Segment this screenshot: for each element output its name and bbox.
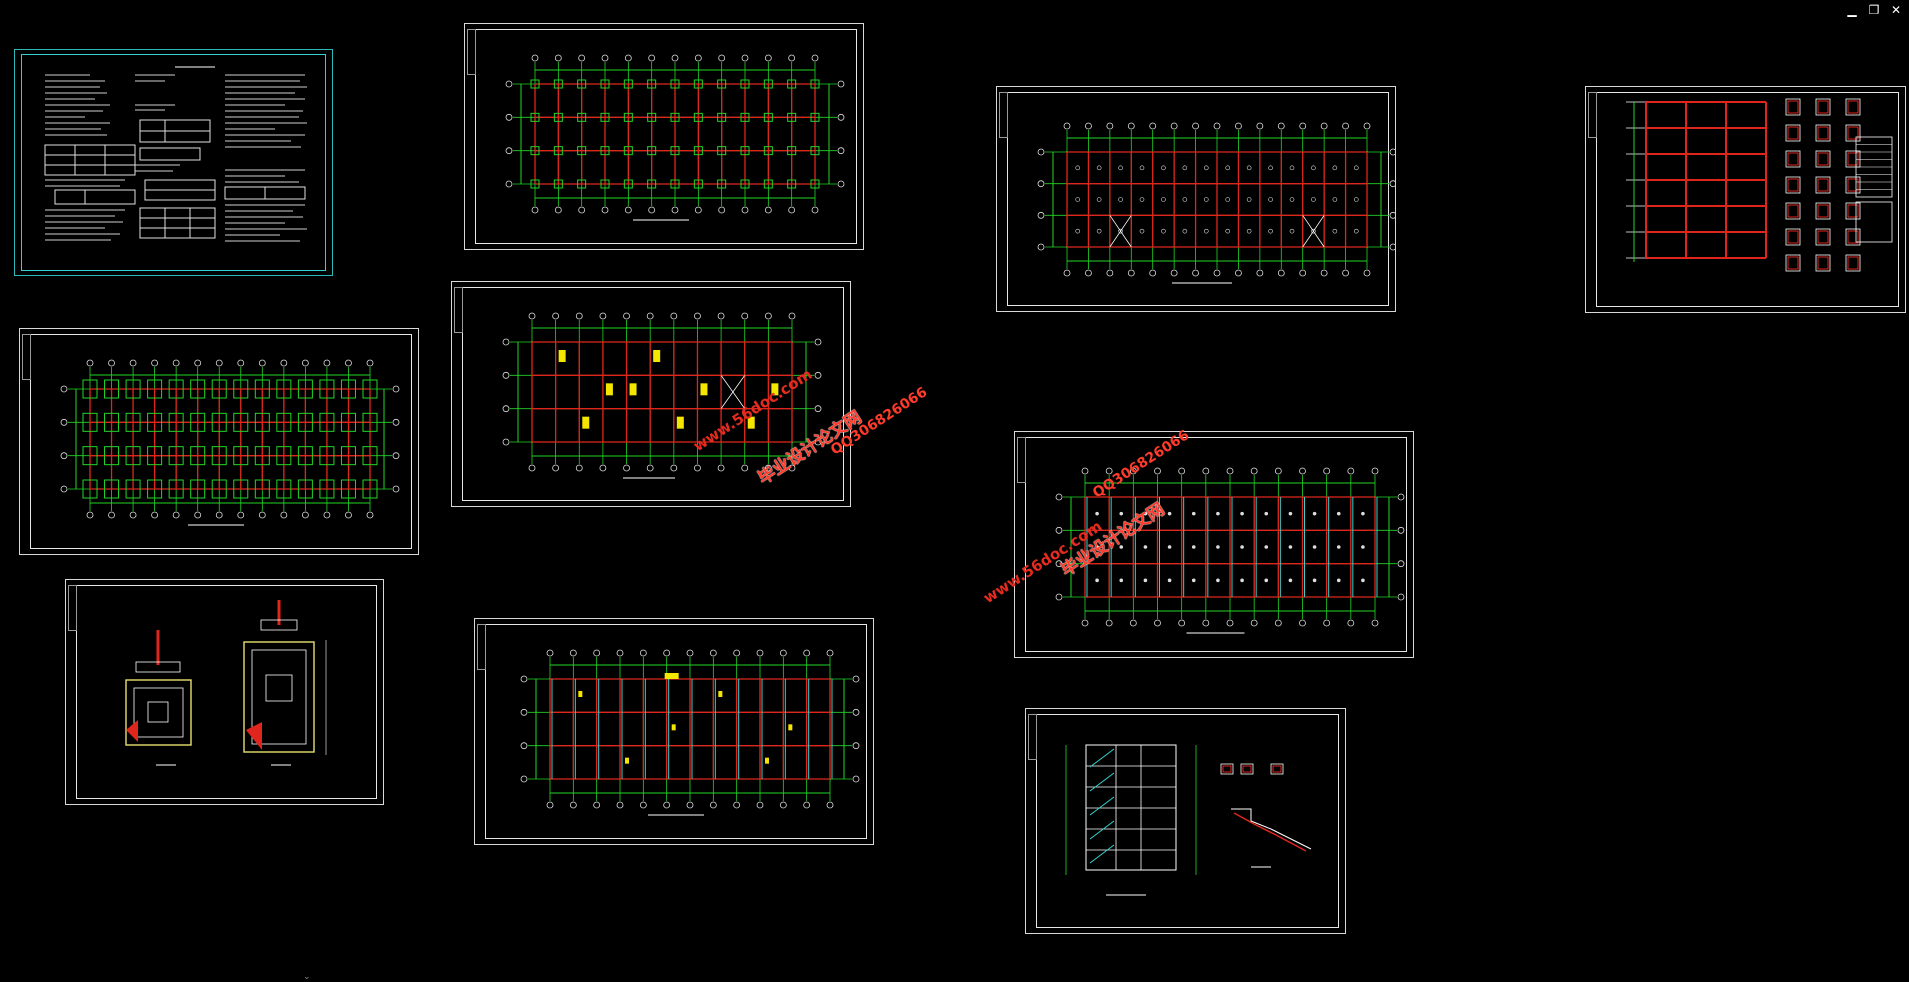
sheet-roof-framing-plan[interactable] <box>996 86 1396 312</box>
title-block <box>1588 92 1597 138</box>
sheet-frame <box>1036 714 1339 928</box>
cursor-icon: ⌄ <box>303 972 311 982</box>
title-block <box>454 287 463 333</box>
title-block <box>68 585 77 631</box>
sheet-frame <box>485 624 867 839</box>
sheet-frame <box>21 54 326 271</box>
sheet-frame <box>76 585 377 799</box>
beam-layout-drawing <box>1055 467 1405 634</box>
sheet-foundation-plan[interactable] <box>19 328 419 555</box>
title-block <box>1017 437 1026 483</box>
sheet-frame <box>462 287 844 501</box>
sheet-foundation-detail[interactable] <box>65 579 384 805</box>
sheet-design-notes[interactable] <box>14 49 333 276</box>
sheet-frame <box>1025 437 1407 652</box>
title-block <box>22 334 31 380</box>
foundation-detail-drawing <box>125 600 327 766</box>
foundation-plan-drawing <box>60 359 400 526</box>
sheet-frame <box>475 29 857 244</box>
sheet-stair-detail[interactable] <box>1025 708 1346 934</box>
title-block <box>477 624 486 670</box>
sheet-beam-layout-plan[interactable] <box>1014 431 1414 658</box>
sheet-column-sections[interactable] <box>1585 86 1906 313</box>
sheet-pile-plan-top[interactable] <box>464 23 864 250</box>
floor-framing-drawing <box>502 312 822 479</box>
sheet-floor-framing-plan[interactable] <box>451 281 851 507</box>
restore-icon[interactable]: ❐ <box>1868 3 1880 17</box>
window-controls: ▁ ❐ ✕ <box>1845 2 1903 18</box>
title-block <box>1028 714 1037 760</box>
sheet-frame <box>1007 92 1389 306</box>
sheet-frame <box>30 334 412 549</box>
sheet-frame <box>1596 92 1899 307</box>
design-notes-drawing <box>44 66 307 242</box>
close-icon[interactable]: ✕ <box>1890 3 1902 17</box>
roof-framing-drawing <box>1037 122 1395 284</box>
stair-detail-drawing <box>1065 744 1312 896</box>
column-sections-drawing <box>1626 98 1893 272</box>
pile-plan-top-drawing <box>505 54 845 221</box>
title-block <box>999 92 1008 138</box>
sheet-slab-reinforcement-plan[interactable] <box>474 618 874 845</box>
title-block <box>467 29 476 75</box>
slab-plan-drawing <box>520 649 860 816</box>
minimize-icon[interactable]: ▁ <box>1847 3 1857 17</box>
